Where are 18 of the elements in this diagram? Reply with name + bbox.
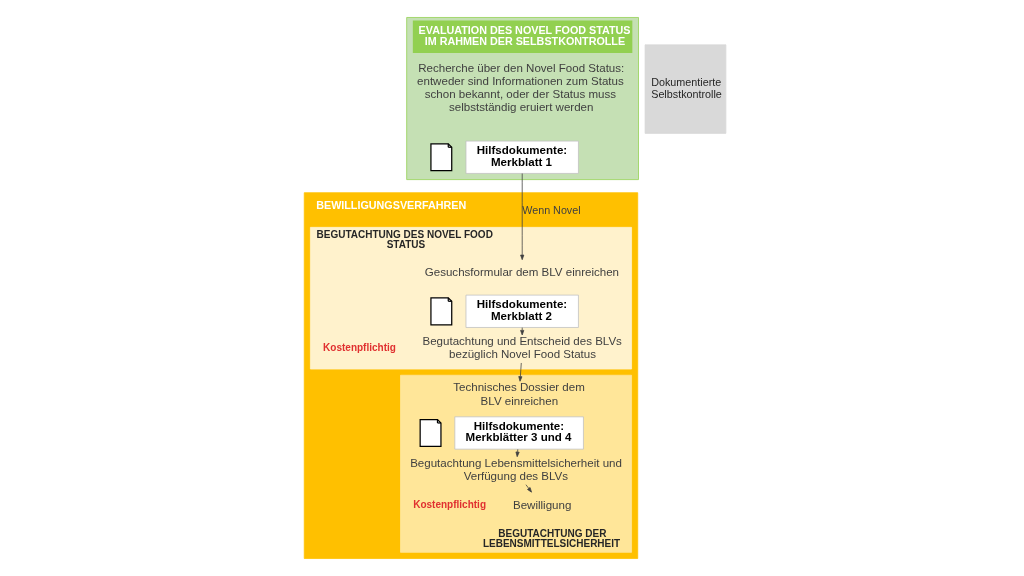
node-box: Hilfsdokumente: Merkblätter 3 und 4 [454, 416, 584, 450]
node-text: Gesuchsformular dem BLV einreichen [424, 266, 620, 279]
arrow [518, 362, 523, 382]
node-text: Technisches Dossier dem BLV einreichen [453, 381, 585, 407]
arrow [520, 173, 525, 261]
node-text: Begutachtung Lebensmittelsicherheit und Verfügung des BLVs [410, 456, 622, 482]
edge-label: Wenn Novel [522, 203, 581, 216]
arrow [515, 448, 520, 458]
arrow [525, 484, 532, 493]
arrow [520, 327, 525, 336]
node-text: Bewilligung [512, 498, 572, 511]
label: Kostenpflichtig [323, 341, 396, 353]
node-box: Hilfsdokumente: Merkblatt 1 [465, 140, 579, 174]
node-box: Dokumentierte Selbstkontrolle [644, 44, 727, 134]
label: Kostenpflichtig [413, 499, 486, 510]
node-text: Begutachtung und Entscheid des BLVs bezüglich Novel Food Status [422, 335, 622, 361]
node-box: Hilfsdokumente: Merkblatt 2 [465, 294, 579, 328]
node-text: Recherche über den Novel Food Status: entweder sind Informationen zum Status schon bekannt, oder der Status muss selbstständig eruiert werden [417, 62, 625, 114]
